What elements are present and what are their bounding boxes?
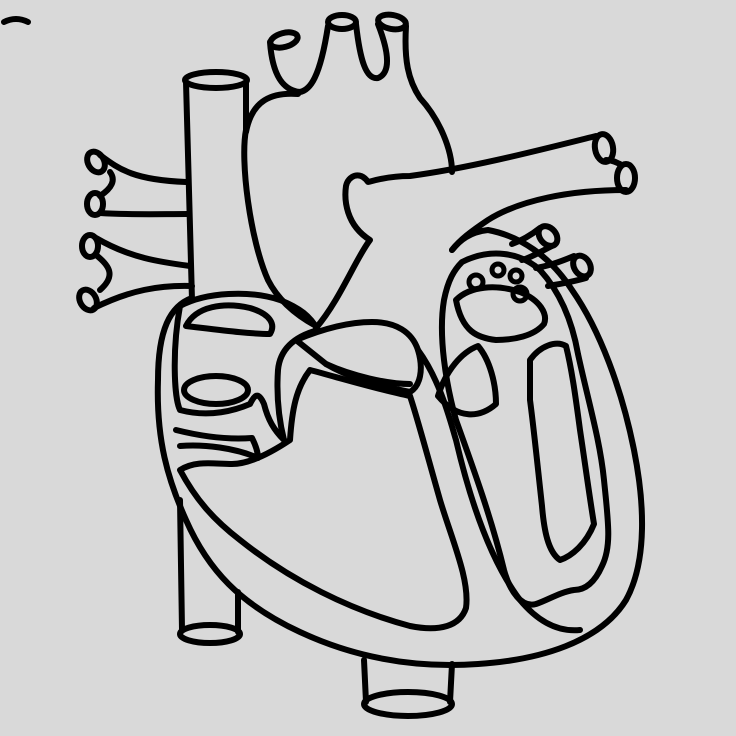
right-atrium <box>171 290 321 461</box>
left-ventricle <box>435 250 612 608</box>
heart-outer-wall <box>154 227 646 668</box>
corner-mark <box>1 16 31 25</box>
right-pulmonary-arteries <box>76 148 195 314</box>
right-ventricle <box>177 367 470 632</box>
aorta-arch <box>241 11 455 329</box>
interatrial-region <box>293 319 424 395</box>
interventricular-septum <box>415 347 583 634</box>
descending-aorta <box>361 657 455 719</box>
superior-vena-cava <box>182 69 250 303</box>
inferior-vena-cava <box>177 497 243 646</box>
